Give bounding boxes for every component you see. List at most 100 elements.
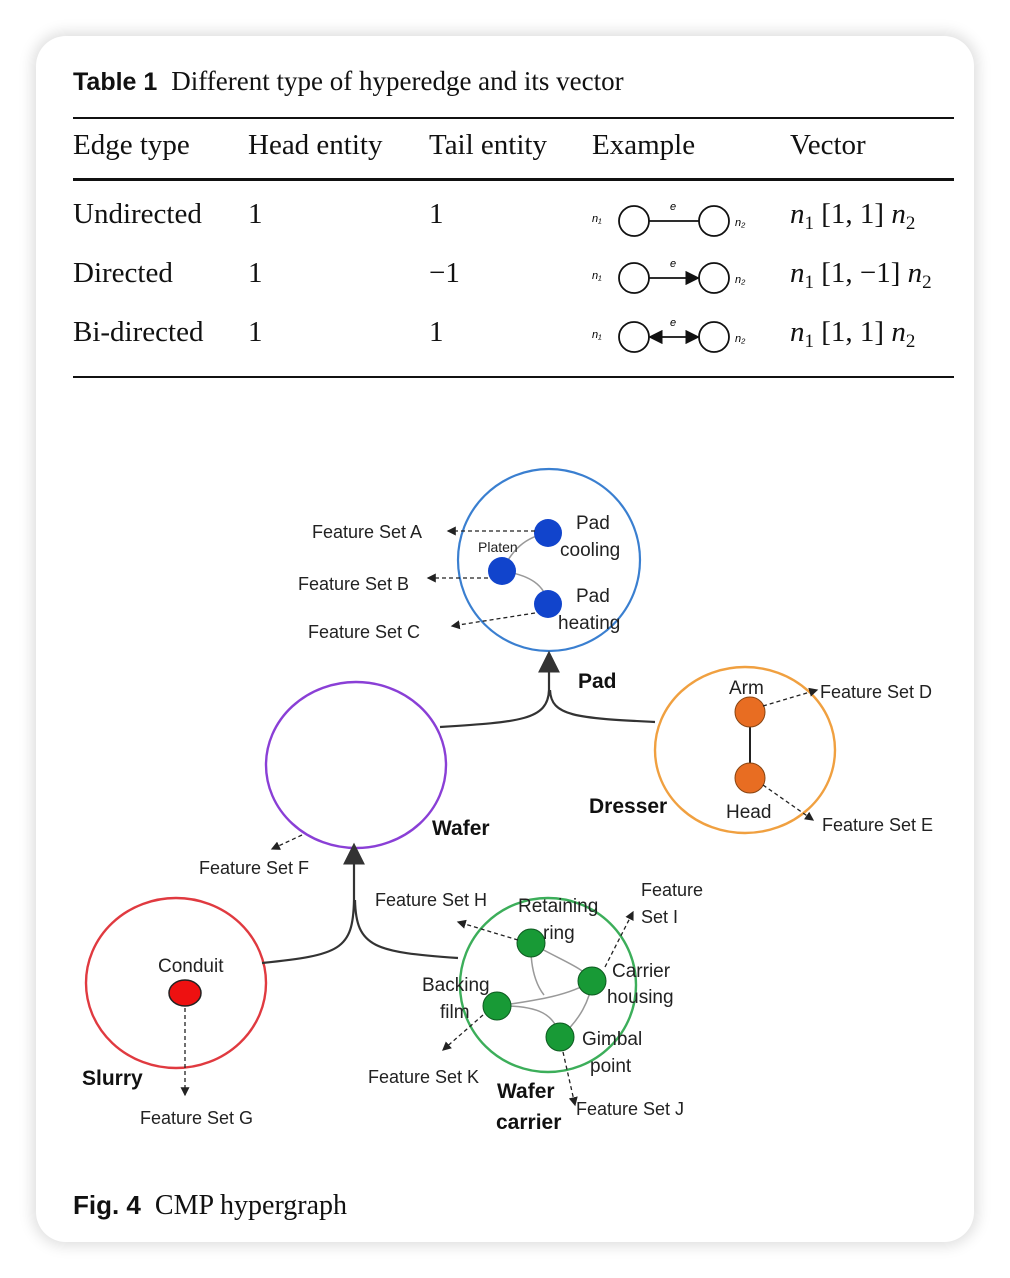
- vector-bracket: [1, −1]: [821, 257, 901, 289]
- slurry-hyperedge: [84, 896, 268, 1070]
- vector-sub: 2: [922, 272, 932, 293]
- row-undirected-head: 1: [248, 198, 263, 230]
- figure-caption-text: CMP hypergraph: [154, 1190, 348, 1221]
- header-head-entity: Head entity: [248, 129, 383, 161]
- vector-sub: 1: [804, 213, 815, 234]
- header-tail-entity: Tail entity: [429, 129, 547, 161]
- pad-heating-label-1: Pad: [576, 586, 610, 607]
- vector-n: n: [907, 257, 923, 289]
- carrier-link: [496, 980, 593, 1007]
- feature-set-d-label: Feature Set D: [820, 682, 932, 702]
- feature-d-arrow: [762, 687, 819, 707]
- row-directed-head: 1: [248, 257, 263, 289]
- row-directed-tail: −1: [429, 257, 460, 289]
- retaining-label-1: Retaining: [518, 896, 598, 917]
- row-directed-type: Directed: [73, 257, 173, 289]
- pad-cooling-label-1: Pad: [576, 513, 610, 534]
- vector-sub: 1: [804, 331, 815, 352]
- wafer-label: Wafer: [432, 817, 490, 840]
- header-example: Example: [592, 129, 696, 161]
- conduit-label: Conduit: [158, 956, 224, 977]
- carrier-housing-label-2: housing: [607, 987, 674, 1008]
- carrier-housing-node: [577, 966, 607, 996]
- n2-label: n₂: [735, 333, 746, 345]
- pad-heating-label-2: heating: [558, 613, 620, 634]
- n1-label: n₁: [592, 270, 602, 282]
- table-bottom-rule: [73, 376, 954, 378]
- head-label: Head: [726, 802, 771, 823]
- vector-sub: 1: [804, 272, 815, 293]
- n2-label: n₂: [735, 274, 746, 286]
- wafer-carrier-hyperedge: [458, 896, 638, 1074]
- table-top-rule: [73, 117, 954, 119]
- node-circle: [698, 205, 730, 237]
- feature-k-arrow: [442, 1014, 484, 1051]
- n1-label: n₁: [592, 329, 602, 341]
- gimbal-label-2: point: [590, 1056, 632, 1077]
- row-directed-vector: n1 [1, −1] n2: [790, 257, 932, 294]
- feature-set-f-label: Feature Set F: [199, 858, 309, 878]
- feature-set-a-label: Feature Set A: [312, 522, 422, 542]
- platen-label: Platen: [478, 539, 518, 555]
- wafer-hyperedge: [264, 680, 448, 850]
- vector-n: n: [891, 198, 906, 230]
- conduit-node: [168, 979, 202, 1007]
- gimbal-label-1: Gimbal: [582, 1029, 642, 1050]
- row-undirected-type: Undirected: [73, 198, 202, 230]
- table-caption: Table 1 Different type of hyperedge and i…: [73, 66, 624, 97]
- node-circle: [698, 321, 730, 353]
- vector-n: n: [790, 316, 805, 348]
- retaining-ring-node: [516, 928, 546, 958]
- slurry-to-wafer-arrow: [261, 842, 365, 965]
- table-header-rule: [73, 178, 954, 181]
- feature-set-c-label: Feature Set C: [308, 622, 420, 642]
- wafer-carrier-label-2: carrier: [496, 1111, 561, 1134]
- feature-set-b-label: Feature Set B: [298, 574, 409, 594]
- e-label: e: [670, 201, 676, 213]
- gimbal-point-node: [545, 1022, 575, 1052]
- undirected-example: n₁ e n₂: [592, 201, 746, 237]
- feature-set-g-label: Feature Set G: [140, 1108, 253, 1128]
- figure-caption: Fig. 4 CMP hypergraph: [73, 1190, 347, 1222]
- vector-sub: 2: [905, 331, 916, 352]
- wafer-carrier-label-1: Wafer: [497, 1080, 555, 1103]
- feature-e-arrow: [762, 784, 815, 821]
- feature-j-arrow: [562, 1051, 578, 1107]
- feature-set-h-label: Feature Set H: [375, 890, 487, 910]
- feature-h-arrow: [456, 919, 519, 941]
- feature-c-arrow: [450, 612, 536, 630]
- vector-bracket: [1, 1]: [821, 316, 885, 348]
- pad-label: Pad: [578, 670, 617, 693]
- feature-f-arrow: [270, 834, 303, 850]
- vector-sub: 2: [905, 213, 916, 234]
- node-circle: [698, 262, 730, 294]
- pad-cooling-node: [534, 519, 562, 547]
- n1-label: n₁: [592, 213, 602, 225]
- row-bidirected-head: 1: [248, 316, 263, 348]
- e-label: e: [670, 258, 676, 270]
- row-undirected-vector: n1 [1, 1] n2: [790, 198, 915, 235]
- vector-n: n: [790, 198, 805, 230]
- bidirected-example: n₁ e n₂: [592, 317, 746, 353]
- pad-heating-node: [534, 590, 562, 618]
- vector-n: n: [790, 257, 805, 289]
- carrier-to-wafer-edge: [353, 899, 459, 960]
- figure-label: Fig. 4: [73, 1190, 141, 1220]
- table-title: Different type of hyperedge and its vect…: [171, 66, 624, 96]
- table-label: Table 1: [73, 68, 158, 96]
- head-node: [734, 762, 766, 794]
- row-bidirected-type: Bi-directed: [73, 316, 204, 348]
- row-bidirected-vector: n1 [1, 1] n2: [790, 316, 915, 353]
- feature-set-j-label: Feature Set J: [576, 1099, 684, 1119]
- row-bidirected-tail: 1: [429, 316, 444, 348]
- feature-set-k-label: Feature Set K: [368, 1067, 479, 1087]
- vector-n: n: [891, 316, 906, 348]
- edge-examples: n₁ e n₂ n₁ e n₂ n₁ e n₂: [592, 201, 746, 353]
- retaining-label-2: ring: [543, 923, 575, 944]
- backing-film-label-2: film: [440, 1002, 470, 1023]
- carrier-housing-label-1: Carrier: [612, 961, 671, 982]
- backing-film-label-1: Backing: [422, 975, 490, 996]
- e-label: e: [670, 317, 676, 329]
- dresser-label: Dresser: [589, 795, 667, 818]
